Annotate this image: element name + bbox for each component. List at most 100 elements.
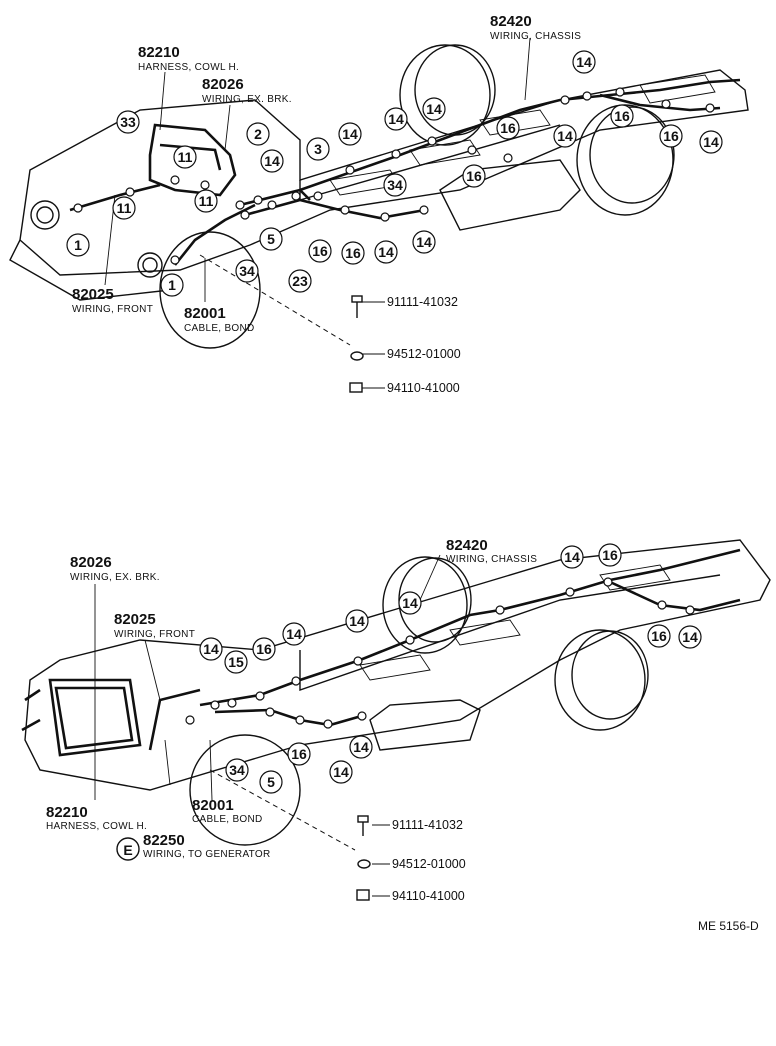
top-callout-8: 3 <box>306 137 330 161</box>
bottom-hw-1: 94512-01000 <box>392 857 466 871</box>
top-label-82210-num: 82210 <box>138 44 180 61</box>
top-wheels <box>30 44 675 349</box>
svg-text:5: 5 <box>267 774 275 790</box>
svg-text:14: 14 <box>564 549 580 565</box>
svg-text:15: 15 <box>228 654 244 670</box>
top-callout-27: 14 <box>699 130 723 154</box>
bottom-cowl-harness <box>21 678 201 757</box>
svg-text:16: 16 <box>312 243 328 259</box>
svg-text:16: 16 <box>602 547 618 563</box>
top-callout-2: 11 <box>112 196 136 220</box>
top-callout-7: 14 <box>260 149 284 173</box>
bottom-callout-3: 14 <box>345 609 369 633</box>
top-hw-2: 94110-41000 <box>387 381 460 395</box>
bottom-callout-0: 14 <box>560 545 584 569</box>
top-callout-9: 14 <box>338 122 362 146</box>
top-callout-13: 14 <box>572 50 596 74</box>
bottom-label-82026-sub: WIRING, EX. BRK. <box>70 572 160 583</box>
top-hardware-icons <box>349 295 364 393</box>
top-callout-15: 16 <box>659 124 683 148</box>
bottom-callout-13: 34 <box>225 758 249 782</box>
svg-text:14: 14 <box>333 764 349 780</box>
top-label-82210-sub: HARNESS, COWL H. <box>138 62 239 73</box>
top-callout-12: 16 <box>496 116 520 140</box>
bottom-label-82001-num: 82001 <box>192 797 234 814</box>
svg-text:34: 34 <box>387 177 403 193</box>
svg-text:16: 16 <box>291 746 307 762</box>
bottom-label-82025-num: 82025 <box>114 611 156 628</box>
top-label-82001-num: 82001 <box>184 305 226 322</box>
top-label-82420-sub: WIRING, CHASSIS <box>490 31 581 42</box>
top-callout-0: 33 <box>116 110 140 134</box>
svg-text:14: 14 <box>203 641 219 657</box>
svg-text:14: 14 <box>349 613 365 629</box>
bottom-diagram: 14 16 14 14 14 14 15 16 14 16 16 14 5 34… <box>21 537 771 903</box>
top-callout-11: 14 <box>422 97 446 121</box>
svg-text:14: 14 <box>388 111 404 127</box>
svg-text:11: 11 <box>178 149 193 165</box>
bottom-clips <box>185 577 695 729</box>
top-label-82025-num: 82025 <box>72 286 114 303</box>
svg-text:16: 16 <box>256 641 272 657</box>
top-diagram: 33 11 11 11 1 1 2 14 3 14 14 14 16 14 16… <box>9 13 749 395</box>
top-callout-24: 14 <box>374 240 398 264</box>
bottom-variant-mark: E <box>116 837 140 861</box>
svg-text:16: 16 <box>651 628 667 644</box>
top-callout-20: 34 <box>235 259 259 283</box>
bottom-callout-12: 5 <box>259 770 283 794</box>
top-callout-14: 16 <box>610 104 634 128</box>
top-callout-6: 2 <box>246 122 270 146</box>
bottom-label-82250-num: 82250 <box>143 832 185 849</box>
top-callouts: 33 11 11 11 1 1 2 14 3 14 14 14 16 14 16… <box>66 50 723 297</box>
top-callout-21: 23 <box>288 269 312 293</box>
svg-text:14: 14 <box>286 626 302 642</box>
svg-text:1: 1 <box>74 237 82 253</box>
top-label-82001-sub: CABLE, BOND <box>184 323 255 334</box>
svg-text:16: 16 <box>500 120 516 136</box>
bottom-label-82420-sub: WIRING, CHASSIS <box>446 554 537 565</box>
bottom-label-82210-sub: HARNESS, COWL H. <box>46 821 147 832</box>
svg-text:14: 14 <box>402 595 418 611</box>
svg-text:11: 11 <box>117 200 132 216</box>
svg-text:14: 14 <box>576 54 592 70</box>
top-callout-18: 16 <box>462 164 486 188</box>
svg-text:34: 34 <box>229 762 245 778</box>
top-callout-17: 34 <box>383 173 407 197</box>
bottom-callout-2: 14 <box>398 591 422 615</box>
bottom-callout-6: 15 <box>224 650 248 674</box>
bottom-label-82026-num: 82026 <box>70 554 112 571</box>
bottom-label-82210-num: 82210 <box>46 804 88 821</box>
bottom-part-labels: 82420 WIRING, CHASSIS 82026 WIRING, EX. … <box>46 537 537 903</box>
bottom-callout-10: 16 <box>287 742 311 766</box>
svg-text:16: 16 <box>345 245 361 261</box>
svg-text:5: 5 <box>267 231 275 247</box>
top-callout-22: 16 <box>308 239 332 263</box>
reference-code: ME 5156-D <box>698 919 759 933</box>
top-callout-1: 11 <box>173 145 197 169</box>
bottom-label-82250-sub: WIRING, TO GENERATOR <box>143 849 271 860</box>
svg-text:33: 33 <box>120 114 136 130</box>
bottom-callout-11: 14 <box>678 625 702 649</box>
bottom-callout-1: 16 <box>598 543 622 567</box>
svg-text:14: 14 <box>353 739 369 755</box>
top-cowl-harness <box>69 123 256 266</box>
svg-text:14: 14 <box>264 153 280 169</box>
svg-text:E: E <box>123 842 132 858</box>
bottom-label-82001-sub: CABLE, BOND <box>192 814 263 825</box>
svg-text:34: 34 <box>239 263 255 279</box>
svg-text:16: 16 <box>663 128 679 144</box>
bottom-hw-0: 91111-41032 <box>392 818 463 832</box>
top-label-82026-sub: WIRING, EX. BRK. <box>202 94 292 105</box>
top-callout-4: 1 <box>66 233 90 257</box>
top-callout-10: 14 <box>384 107 408 131</box>
bottom-callout-14: 14 <box>329 760 353 784</box>
top-hw-0: 91111-41032 <box>387 295 458 309</box>
svg-text:23: 23 <box>292 273 308 289</box>
svg-text:16: 16 <box>466 168 482 184</box>
top-callout-19: 5 <box>259 227 283 251</box>
top-leaders <box>104 37 531 389</box>
bottom-callouts: 14 16 14 14 14 14 15 16 14 16 16 14 5 34… <box>199 543 702 794</box>
svg-text:16: 16 <box>614 108 630 124</box>
top-label-82026-num: 82026 <box>202 76 244 93</box>
top-part-labels: 82420 WIRING, CHASSIS 82210 HARNESS, COW… <box>72 13 581 395</box>
